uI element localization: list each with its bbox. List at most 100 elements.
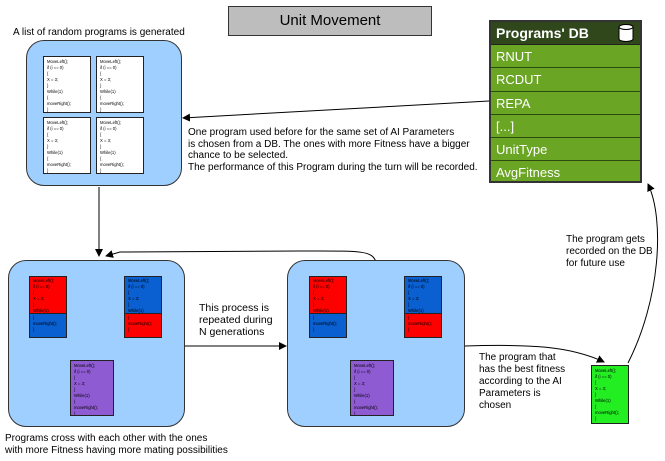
code-line: X = 3; bbox=[100, 77, 112, 82]
db-field-rnut: RNUT bbox=[491, 45, 640, 69]
code-line: { bbox=[408, 290, 410, 295]
label-repeat-line: This process is bbox=[199, 302, 270, 314]
database-icon bbox=[618, 24, 634, 42]
code-line: if (i == 0) bbox=[74, 369, 91, 374]
code-line: if (i == 0) bbox=[313, 284, 330, 289]
label-best-line: according to the AI bbox=[479, 376, 562, 387]
code-line: } bbox=[595, 392, 597, 397]
db-field-repa: REPA bbox=[491, 92, 640, 115]
code-line: X = 3; bbox=[47, 77, 59, 82]
code-line: if (i == 0) bbox=[100, 126, 117, 131]
code-line: moveRight(); bbox=[33, 321, 57, 326]
code-line: { bbox=[354, 375, 356, 380]
code-line: X = 3; bbox=[128, 296, 140, 301]
code-line: { bbox=[100, 132, 102, 137]
code-line: While(1) bbox=[47, 89, 63, 94]
code-line: { bbox=[128, 290, 130, 295]
code-line: if (i == 0) bbox=[100, 65, 117, 70]
code-line: if (i == 0) bbox=[33, 284, 50, 289]
code-line: moveRight(); bbox=[408, 321, 432, 326]
code-line: X = 3; bbox=[47, 138, 59, 143]
code-line: moveRight(); bbox=[128, 321, 152, 326]
label-cross: Programs cross with each other with the … bbox=[5, 433, 228, 457]
random-program-card: MoveLeft();if (i == 0){X = 3;}While(1){m… bbox=[96, 56, 144, 113]
code-line: } bbox=[354, 387, 356, 392]
parent-program-red: MoveLeft();if (i == 0){X = 3;}While(1) {… bbox=[309, 276, 347, 338]
arrow-gen2-to-best bbox=[464, 344, 605, 363]
code-line: moveRight(); bbox=[354, 405, 378, 410]
code-line: While(1) bbox=[408, 308, 424, 313]
code-line: { bbox=[33, 315, 35, 320]
code-line: { bbox=[74, 399, 76, 404]
code-line: } bbox=[33, 302, 35, 307]
label-best-line: has the best fitness bbox=[479, 364, 566, 375]
code-line: { bbox=[595, 380, 597, 385]
code-line: MoveLeft(); bbox=[74, 363, 96, 368]
code-line: } bbox=[128, 327, 130, 332]
code-line: } bbox=[313, 302, 315, 307]
code-line: } bbox=[354, 411, 356, 416]
arrow-loop-back bbox=[105, 250, 377, 263]
code-line: moveRight(); bbox=[595, 410, 619, 415]
label-db-choice: One program used before for the same set… bbox=[188, 127, 478, 173]
label-repeat-line: repeated during bbox=[199, 314, 273, 326]
code-line: { bbox=[47, 95, 49, 100]
label-repeat-line: N generations bbox=[199, 326, 265, 338]
code-line: { bbox=[47, 71, 49, 76]
parent-program-blue: MoveLeft();if (i == 0){X = 3;}While(1) {… bbox=[404, 276, 442, 338]
code-line: { bbox=[74, 375, 76, 380]
code-line: if (i == 0) bbox=[128, 284, 145, 289]
db-field-ellipsis: [...] bbox=[491, 115, 640, 139]
code-line: moveRight(); bbox=[100, 101, 124, 106]
code-line: if (i == 0) bbox=[354, 369, 371, 374]
random-program-card: MoveLeft();if (i == 0){X = 3;}While(1){m… bbox=[96, 117, 144, 174]
code-line: While(1) bbox=[100, 150, 116, 155]
label-random-list: A list of random programs is generated bbox=[13, 27, 185, 38]
code-line: X = 3; bbox=[100, 138, 112, 143]
code-line: } bbox=[128, 302, 130, 307]
label-best-line: chosen bbox=[479, 400, 512, 411]
code-line: While(1) bbox=[74, 393, 90, 398]
db-field-unittype: UnitType bbox=[491, 138, 640, 162]
code-line: moveRight(); bbox=[100, 162, 124, 167]
code-line: MoveLeft(); bbox=[128, 278, 150, 283]
code-line: } bbox=[100, 144, 102, 149]
label-repeat: This process is repeated during N genera… bbox=[199, 302, 273, 338]
code-line: MoveLeft(); bbox=[354, 363, 376, 368]
random-program-card: MoveLeft();if (i == 0){X = 3;}While(1){m… bbox=[43, 117, 91, 174]
label-db-choice-line: is chosen from a DB. The ones with more … bbox=[188, 138, 470, 150]
code-line: if (i == 0) bbox=[47, 65, 64, 70]
label-record-line: for future use bbox=[566, 258, 625, 269]
parent-program-blue: MoveLeft();if (i == 0){X = 3;}While(1) {… bbox=[124, 276, 162, 338]
code-line: { bbox=[408, 315, 410, 320]
code-line: if (i == 0) bbox=[47, 126, 64, 131]
arrow-best-to-db bbox=[627, 183, 659, 364]
label-best: The program that has the best fitness ac… bbox=[479, 352, 565, 412]
programs-db-header: Programs' DB bbox=[491, 22, 640, 45]
code-line: While(1) bbox=[100, 89, 116, 94]
label-record: The program gets recorded on the DB for … bbox=[566, 234, 653, 270]
code-line: X = 3; bbox=[33, 296, 45, 301]
code-line: } bbox=[47, 107, 49, 112]
code-line: { bbox=[128, 315, 130, 320]
code-line: X = 3; bbox=[74, 381, 86, 386]
code-line: X = 3; bbox=[408, 296, 420, 301]
code-line: X = 3; bbox=[595, 386, 607, 391]
code-line: } bbox=[47, 168, 49, 173]
code-line: { bbox=[100, 95, 102, 100]
best-program-card: MoveLeft();if (i == 0){X = 3;}While(1){m… bbox=[591, 365, 629, 424]
db-field-rcdut: RCDUT bbox=[491, 68, 640, 92]
code-line: MoveLeft(); bbox=[47, 120, 69, 125]
code-line: { bbox=[33, 290, 35, 295]
code-line: X = 3; bbox=[354, 381, 366, 386]
programs-db-title: Programs' DB bbox=[496, 25, 589, 41]
code-line: While(1) bbox=[595, 398, 611, 403]
label-db-choice-line: The performance of this Program during t… bbox=[188, 161, 478, 173]
code-line: { bbox=[47, 132, 49, 137]
diagram-title: Unit Movement bbox=[228, 6, 432, 36]
code-line: } bbox=[74, 411, 76, 416]
random-program-card: MoveLeft();if (i == 0){X = 3;}While(1){m… bbox=[43, 56, 91, 113]
code-line: moveRight(); bbox=[313, 321, 337, 326]
label-best-line: Parameters is bbox=[479, 388, 541, 399]
code-line: } bbox=[33, 327, 35, 332]
